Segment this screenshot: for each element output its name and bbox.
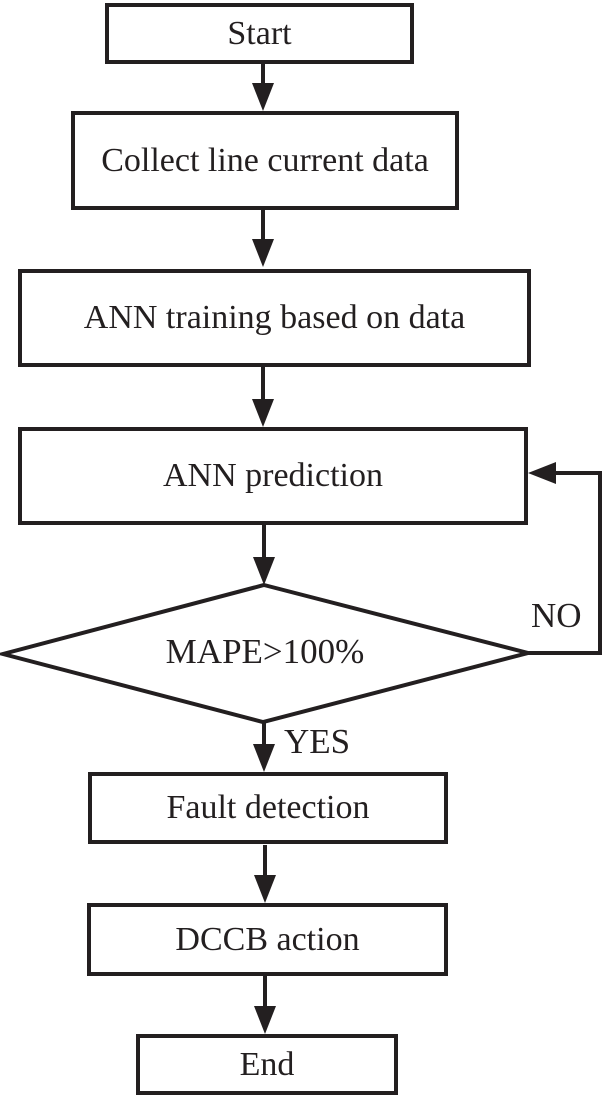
flow-node-fault-detection-label: Fault detection bbox=[166, 789, 370, 827]
flow-node-end-label: End bbox=[239, 1045, 295, 1083]
arrow-decision-to-prediction-loop bbox=[528, 462, 602, 655]
flow-node-fault-detection: Fault detection bbox=[88, 772, 448, 844]
flow-node-ann-prediction: ANN prediction bbox=[18, 427, 528, 525]
arrow-dccb-to-end bbox=[254, 976, 276, 1034]
arrow-training-to-prediction bbox=[252, 367, 274, 427]
flow-node-collect-data-label: Collect line current data bbox=[101, 141, 429, 179]
flow-node-start: Start bbox=[105, 3, 414, 64]
edge-label-no: NO bbox=[531, 596, 582, 635]
arrow-start-to-collect bbox=[252, 64, 274, 111]
flow-node-dccb-action-label: DCCB action bbox=[175, 920, 360, 958]
flow-node-ann-prediction-label: ANN prediction bbox=[162, 457, 383, 495]
flow-node-dccb-action: DCCB action bbox=[87, 903, 448, 976]
flow-node-end: End bbox=[136, 1034, 398, 1095]
arrow-decision-to-fault bbox=[253, 722, 275, 772]
flow-node-ann-training-label: ANN training based on data bbox=[83, 299, 466, 337]
flow-node-ann-training: ANN training based on data bbox=[18, 269, 531, 367]
edge-label-yes: YES bbox=[284, 722, 351, 761]
arrow-collect-to-training bbox=[252, 210, 274, 267]
arrow-fault-to-dccb bbox=[254, 845, 276, 903]
flow-node-collect-data: Collect line current data bbox=[71, 111, 459, 210]
arrow-prediction-to-decision bbox=[253, 525, 275, 585]
flow-node-start-label: Start bbox=[227, 14, 292, 52]
flow-node-mape-decision-label: MAPE>100% bbox=[165, 632, 365, 671]
